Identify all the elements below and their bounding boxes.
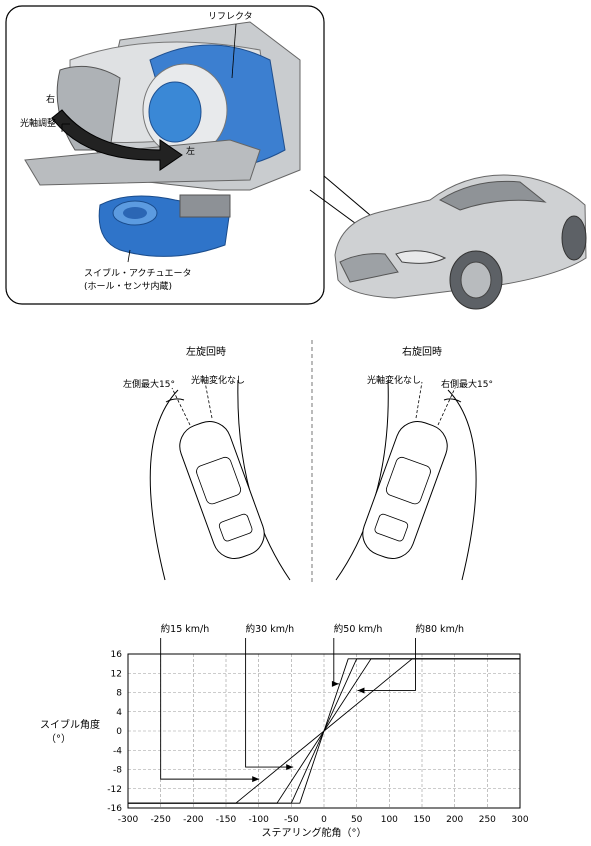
actuator-label: スイブル・アクチュエータ bbox=[84, 269, 192, 279]
right-car-topview bbox=[362, 421, 448, 559]
right-swivel-arc-icon bbox=[443, 398, 462, 403]
x-tick-label: -200 bbox=[183, 815, 204, 825]
turn-diagram-graphic bbox=[149, 340, 477, 585]
left-no-change-label: 光軸変化なし bbox=[191, 376, 246, 386]
y-tick-label: -16 bbox=[107, 804, 122, 814]
x-tick-label: -50 bbox=[284, 815, 299, 825]
callout-leader bbox=[333, 638, 339, 685]
y-tick-label: 0 bbox=[116, 727, 122, 737]
y-axis-label: スイブル角度 bbox=[40, 718, 100, 731]
headlamp-illustration bbox=[5, 5, 587, 310]
car-illustration bbox=[334, 174, 587, 310]
right-road-edge-inner bbox=[447, 389, 477, 581]
left-car-topview bbox=[179, 421, 265, 559]
callout-leader bbox=[245, 638, 294, 768]
headlamp-assembly-graphic bbox=[24, 21, 301, 263]
x-tick-label: 200 bbox=[446, 815, 463, 825]
x-tick-label: 300 bbox=[511, 815, 528, 825]
callout-arrow-icon bbox=[286, 764, 294, 771]
series-line bbox=[128, 658, 520, 804]
actuator-sub-label: (ホール・センサ内蔵) bbox=[84, 282, 173, 292]
swivel-arrow-icon bbox=[51, 109, 183, 171]
x-tick-label: -100 bbox=[248, 815, 269, 825]
series-label: 約15 km/h bbox=[161, 623, 210, 635]
right-turn-title: 右旋回時 bbox=[402, 347, 442, 358]
left-turn-title: 左旋回時 bbox=[186, 347, 226, 358]
right-max-label: 右側最大15° bbox=[441, 380, 493, 390]
y-axis-label: （°） bbox=[46, 733, 71, 745]
x-tick-label: -300 bbox=[118, 815, 139, 825]
y-tick-label: -12 bbox=[107, 785, 122, 795]
x-tick-label: -250 bbox=[150, 815, 171, 825]
callout-arrow-icon bbox=[252, 776, 260, 783]
y-tick-label: 12 bbox=[111, 669, 122, 679]
y-tick-label: 16 bbox=[111, 650, 123, 660]
series-label: 約30 km/h bbox=[246, 623, 295, 635]
plot-frame bbox=[127, 653, 521, 809]
x-tick-label: 100 bbox=[381, 815, 398, 825]
left-direction-label: 左 bbox=[186, 147, 196, 157]
x-axis-label: ステアリング舵角（°） bbox=[262, 826, 367, 839]
right-no-change-label: 光軸変化なし bbox=[367, 376, 422, 386]
series-label: 約50 km/h bbox=[334, 623, 383, 635]
x-tick-label: 50 bbox=[351, 815, 363, 825]
callout-arrow-icon bbox=[331, 680, 339, 687]
x-tick-label: 150 bbox=[413, 815, 430, 825]
reflector-label: リフレクタ bbox=[208, 12, 253, 22]
x-tick-label: 250 bbox=[479, 815, 496, 825]
y-tick-label: -8 bbox=[113, 766, 122, 776]
left-max-label: 左側最大15° bbox=[123, 380, 175, 390]
callout-leader bbox=[160, 638, 260, 780]
x-tick-label: 0 bbox=[321, 815, 327, 825]
right-direction-label: 右 bbox=[46, 95, 56, 105]
series-label: 約80 km/h bbox=[415, 623, 464, 635]
x-tick-label: -150 bbox=[216, 815, 237, 825]
y-tick-label: 8 bbox=[116, 689, 122, 699]
left-road-edge-inner bbox=[149, 389, 179, 581]
callout-arrow-icon bbox=[357, 687, 365, 694]
y-tick-label: -4 bbox=[113, 746, 122, 756]
beam-adjust-label: 光軸調整 bbox=[20, 119, 57, 129]
y-tick-label: 4 bbox=[116, 708, 122, 718]
left-swivel-arc-icon bbox=[165, 398, 185, 403]
callout-leader bbox=[357, 638, 416, 691]
